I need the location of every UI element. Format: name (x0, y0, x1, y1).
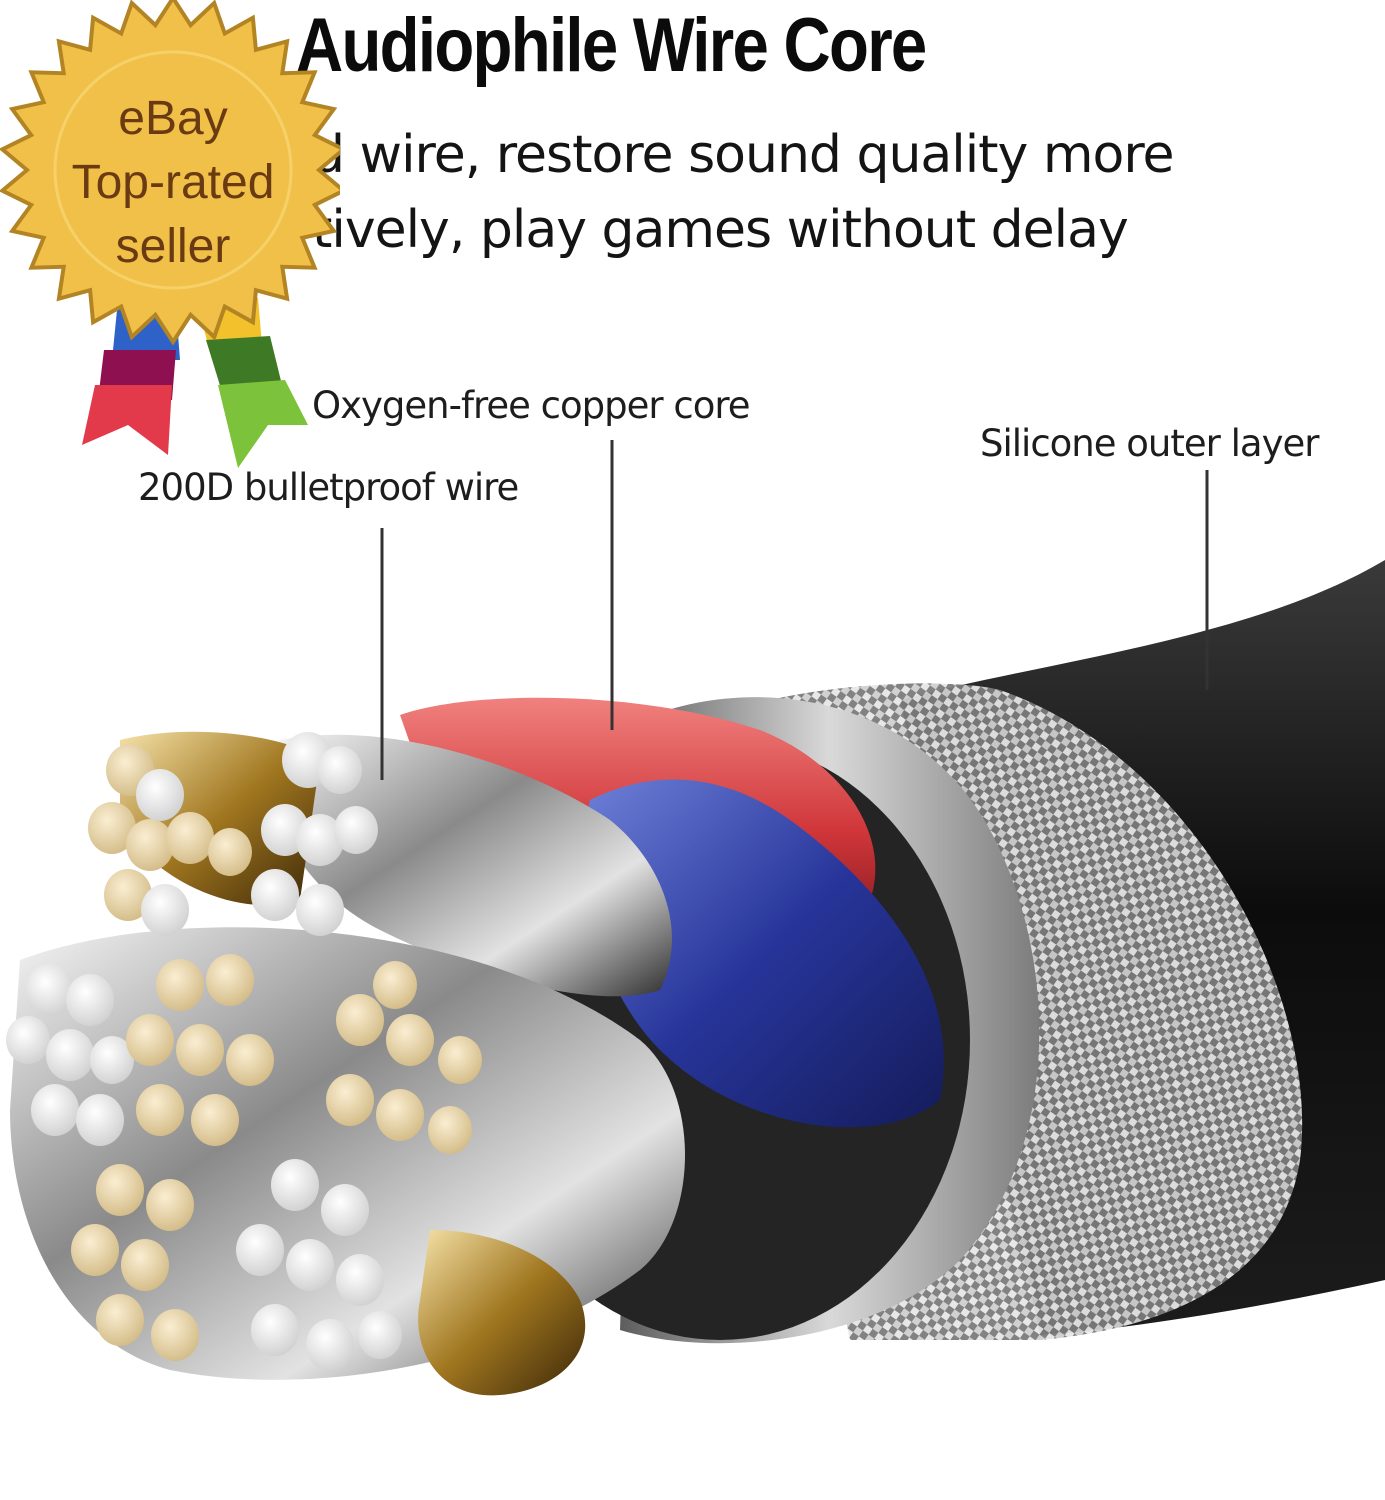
badge-line-1: eBay (118, 92, 227, 145)
top-rated-seller-badge: eBay Top-rated seller (0, 0, 340, 468)
top-strands (88, 732, 378, 936)
subtitle-line-1: d wire, restore sound quality more (312, 125, 1175, 185)
page-title: Audiophile Wire Core (296, 3, 927, 88)
silver-conductor (271, 734, 672, 997)
blue-core (583, 779, 944, 1128)
subtitle-line-2: tively, play games without delay (312, 200, 1129, 260)
gold-ferrule (418, 1230, 586, 1396)
label-copper-core: Oxygen-free copper core (312, 384, 751, 427)
ribbon-right-darkgreen (206, 336, 282, 392)
ribbon-left-red (82, 385, 172, 455)
lower-strands (6, 954, 482, 1371)
ribbon-right-green (218, 380, 308, 468)
badge-line-3: seller (116, 220, 231, 273)
label-bulletproof-wire: 200D bulletproof wire (138, 466, 519, 509)
label-silicone-layer: Silicone outer layer (980, 422, 1319, 465)
badge-line-2: Top-rated (72, 156, 275, 209)
